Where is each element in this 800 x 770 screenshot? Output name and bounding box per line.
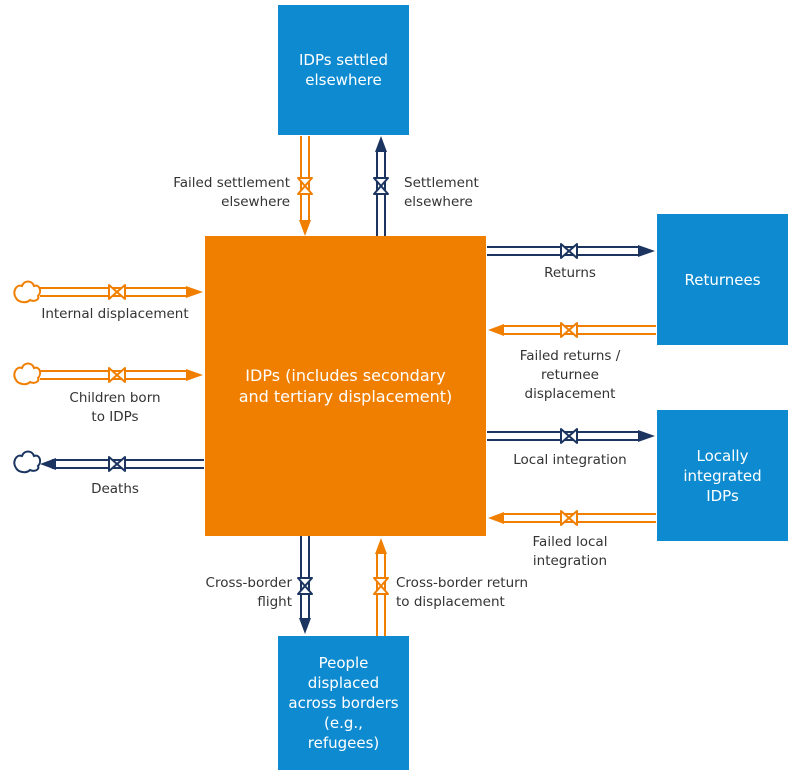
settlement-elsewhere-label: Settlement elsewhere [404, 175, 479, 210]
people-displaced-across-borders-stock: People displaced across borders (e.g., r… [278, 636, 409, 770]
cloud-icon [13, 362, 42, 386]
deaths-flow [13, 450, 204, 474]
arrowhead-icon [186, 286, 203, 298]
arrowhead-icon [638, 245, 655, 257]
valve-icon [108, 367, 126, 383]
arrowhead-icon [40, 458, 56, 470]
valve-icon [560, 510, 578, 526]
settlement-flow [373, 136, 389, 236]
arrowhead-icon [375, 136, 387, 152]
children-born-flow [13, 362, 203, 386]
valve-icon [108, 284, 126, 300]
returns-flow [487, 243, 655, 259]
failed-local-integration-label: Failed local integration [532, 534, 608, 569]
arrowhead-icon [488, 324, 504, 336]
cross-border-flight-label: Cross-border flight [205, 575, 292, 610]
cross-border-return-label: Cross-border return to displacement [396, 575, 529, 610]
valve-icon [297, 577, 313, 595]
arrowhead-icon [299, 618, 311, 634]
children-born-label: Children born to IDPs [69, 390, 161, 425]
idps-settled-elsewhere-stock: IDPs settled elsewhere [278, 5, 409, 135]
valve-icon [297, 177, 313, 195]
arrowhead-icon [488, 512, 504, 524]
failed-settlement-flow [297, 136, 313, 236]
internal-displacement-flow [13, 280, 203, 304]
idps-center-stock: IDPs (includes secondary and tertiary di… [205, 236, 486, 536]
valve-icon [373, 577, 389, 595]
arrowhead-icon [186, 369, 203, 381]
returnees-stock: Returnees [657, 214, 788, 345]
local-integration-flow [487, 428, 655, 444]
failed-returns-label: Failed returns / returnee displacement [519, 348, 621, 402]
valve-icon [560, 322, 578, 338]
local-integration-label: Local integration [513, 452, 627, 468]
failed-returns-flow [488, 322, 656, 338]
valve-icon [560, 243, 578, 259]
valve-icon [108, 456, 126, 472]
failed-settlement-label: Failed settlement elsewhere [173, 175, 290, 210]
cross-border-flight-flow [297, 536, 313, 634]
valve-icon [373, 177, 389, 195]
arrowhead-icon [638, 430, 655, 442]
arrowhead-icon [299, 220, 311, 236]
cross-border-return-flow [373, 538, 389, 636]
locally-integrated-idps-stock: Locally integrated IDPs [657, 410, 788, 541]
arrowhead-icon [375, 538, 387, 554]
cloud-icon [13, 280, 42, 304]
internal-displacement-label: Internal displacement [41, 306, 189, 322]
failed-local-integration-flow [488, 510, 656, 526]
returns-label: Returns [544, 265, 596, 281]
deaths-label: Deaths [91, 481, 139, 497]
cloud-icon [13, 450, 42, 474]
valve-icon [560, 428, 578, 444]
